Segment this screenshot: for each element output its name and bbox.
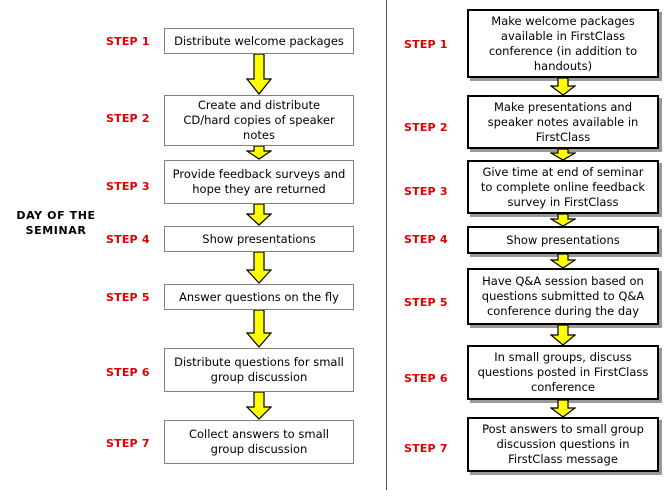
right-step-6-label: STEP 6	[404, 372, 448, 385]
left-step-5-label: STEP 5	[106, 291, 150, 304]
day-of-the-seminar-label: DAY OF THE SEMINAR	[16, 209, 96, 237]
left-step-3-label: STEP 3	[106, 180, 150, 193]
left-step-2-box[interactable]: Create and distribute CD/hard copies of …	[164, 95, 354, 146]
right-step-7-box[interactable]: Post answers to small group discussion q…	[467, 417, 659, 472]
left-step-6-box[interactable]: Distribute questions for small group dis…	[164, 348, 354, 392]
left-step-1-label: STEP 1	[106, 35, 150, 48]
right-arrow-2-to-3	[550, 149, 576, 161]
right-step-3-label: STEP 3	[404, 185, 448, 198]
left-arrow-2-to-3	[246, 146, 272, 160]
right-step-2-label: STEP 2	[404, 121, 448, 134]
left-arrow-4-to-5	[246, 252, 272, 284]
right-step-5-box[interactable]: Have Q&A session based on questions subm…	[467, 268, 659, 325]
left-step-5-box[interactable]: Answer questions on the fly	[164, 284, 354, 310]
right-step-1-box[interactable]: Make welcome packages available in First…	[467, 9, 659, 78]
right-step-3-box[interactable]: Give time at end of seminar to complete …	[467, 160, 659, 214]
left-step-7-box[interactable]: Collect answers to small group discussio…	[164, 420, 354, 464]
right-arrow-5-to-6	[550, 325, 576, 346]
right-step-2-box[interactable]: Make presentations and speaker notes ava…	[467, 95, 659, 149]
left-step-1-box[interactable]: Distribute welcome packages	[164, 28, 354, 54]
column-divider	[386, 0, 387, 490]
right-arrow-3-to-4	[550, 214, 576, 227]
left-arrow-6-to-7	[246, 392, 272, 420]
left-arrow-5-to-6	[246, 310, 272, 348]
left-step-4-label: STEP 4	[106, 233, 150, 246]
left-step-6-label: STEP 6	[106, 366, 150, 379]
left-step-3-box[interactable]: Provide feedback surveys and hope they a…	[164, 160, 354, 204]
right-step-4-label: STEP 4	[404, 233, 448, 246]
right-arrow-6-to-7	[550, 400, 576, 418]
right-arrow-1-to-2	[550, 78, 576, 96]
left-arrow-3-to-4	[246, 204, 272, 226]
left-arrow-1-to-2	[246, 54, 272, 95]
left-step-2-label: STEP 2	[106, 112, 150, 125]
right-step-7-label: STEP 7	[404, 442, 448, 455]
left-step-7-label: STEP 7	[106, 437, 150, 450]
left-step-4-box[interactable]: Show presentations	[164, 226, 354, 252]
right-arrow-4-to-5	[550, 254, 576, 269]
right-step-5-label: STEP 5	[404, 296, 448, 309]
right-step-4-box[interactable]: Show presentations	[467, 226, 659, 254]
right-step-1-label: STEP 1	[404, 38, 448, 51]
right-step-6-box[interactable]: In small groups, discuss questions poste…	[467, 345, 659, 400]
